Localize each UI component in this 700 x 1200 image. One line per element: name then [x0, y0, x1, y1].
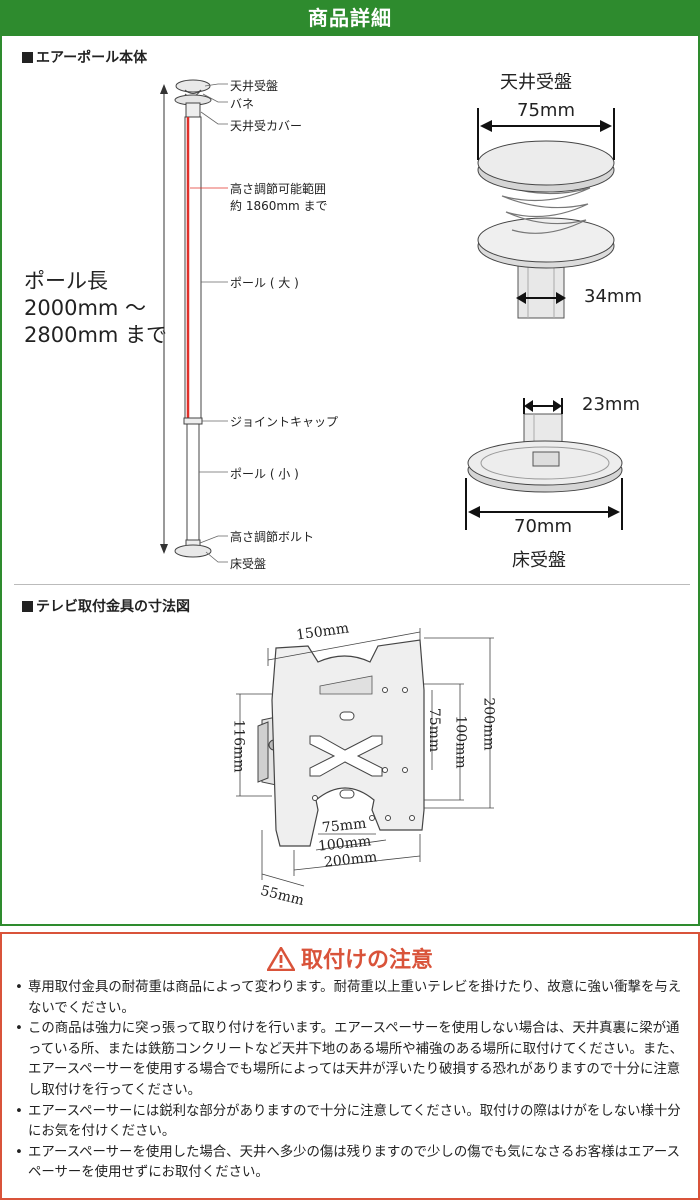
dim-inner-height-100: 100mm — [452, 715, 469, 769]
section-divider — [14, 584, 690, 585]
label-adjust-bolt: 高さ調節ボルト — [230, 530, 315, 544]
ceiling-pole-width: 34mm — [584, 286, 642, 307]
pole-length-max: 2800mm まで — [24, 323, 168, 347]
bracket-section-title: テレビ取付金具の寸法図 — [22, 596, 190, 616]
label-adjust-range: 高さ調節可能範囲 — [230, 182, 327, 196]
caution-list: 専用取付金具の耐荷重は商品によって変わります。耐荷重以上重いテレビを掛けたり、故… — [14, 978, 690, 1184]
label-ceiling-plate: 天井受盤 — [230, 79, 279, 93]
caution-item: エアースペーサーには鋭利な部分がありますので十分に注意してください。取付けの際は… — [14, 1102, 690, 1143]
floor-plate-title: 床受盤 — [512, 550, 566, 571]
label-adjust-range-value: 約 1860mm まで — [230, 199, 328, 213]
caution-item: 専用取付金具の耐荷重は商品によって変わります。耐荷重以上重いテレビを掛けたり、故… — [14, 978, 690, 1019]
square-bullet-icon — [22, 601, 33, 612]
pole-section-title: エアーポール本体 — [22, 47, 147, 67]
dim-left-height: 116mm — [230, 719, 247, 773]
warning-icon — [266, 947, 295, 971]
caution-item: この商品は強力に突っ張って取り付けを行います。エアースペーサーを使用しない場合は… — [14, 1019, 690, 1101]
label-pole-large: ポール ( 大 ) — [230, 276, 299, 290]
pole-length-heading: ポール長 — [24, 269, 108, 293]
dim-inner-height-75: 75mm — [426, 707, 443, 753]
label-floor-plate: 床受盤 — [230, 557, 267, 571]
ceiling-plate-title: 天井受盤 — [500, 72, 572, 93]
floor-bolt-width: 23mm — [582, 394, 640, 415]
label-pole-small: ポール ( 小 ) — [230, 467, 299, 481]
label-ceiling-cover: 天井受カバー — [230, 119, 303, 133]
caution-item: エアースペーサーを使用した場合、天井へ多少の傷は残りますので少しの傷でも気になさ… — [14, 1143, 690, 1184]
caution-title: 取付けの注意 — [2, 942, 698, 974]
pole-length-min: 2000mm 〜 — [24, 296, 147, 320]
label-spring: バネ — [230, 97, 255, 111]
caution-panel: 取付けの注意 専用取付金具の耐荷重は商品によって変わります。耐荷重以上重いテレビ… — [0, 932, 700, 1200]
floor-plate-diameter: 70mm — [514, 516, 572, 537]
section-header: 商品詳細 — [0, 0, 700, 36]
ceiling-plate-diameter: 75mm — [517, 100, 575, 121]
dim-total-height: 200mm — [480, 697, 497, 751]
label-joint-cap: ジョイントキャップ — [230, 415, 339, 429]
square-bullet-icon — [22, 52, 33, 63]
